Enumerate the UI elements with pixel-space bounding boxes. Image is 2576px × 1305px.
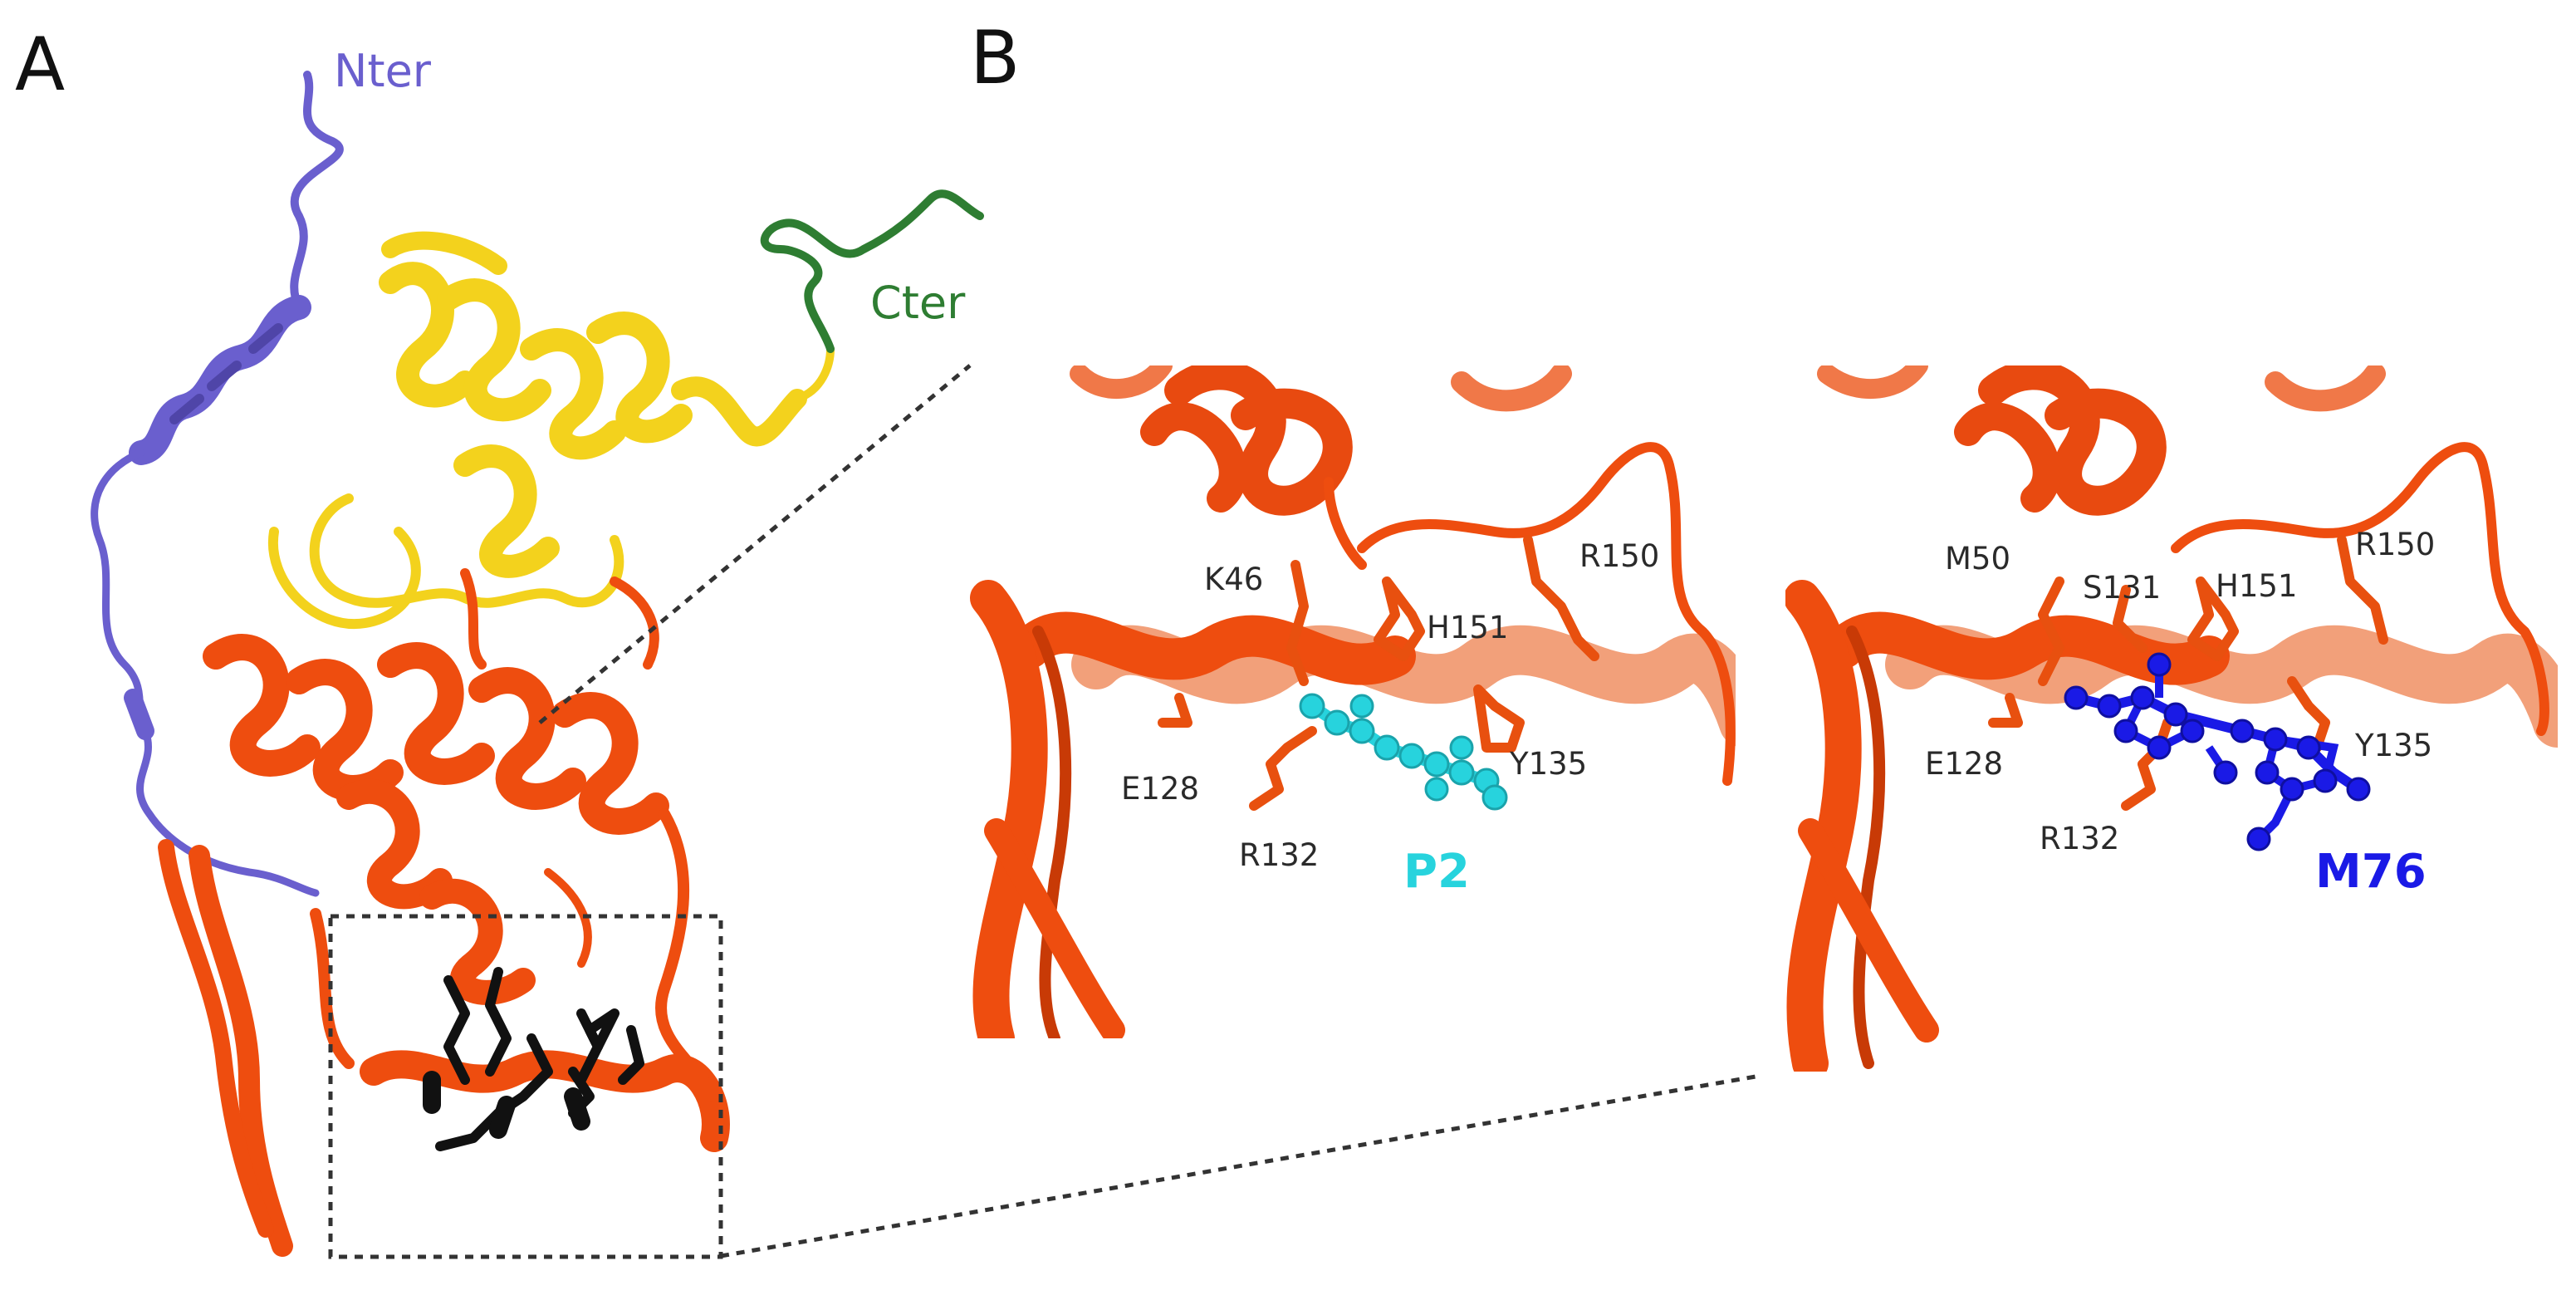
- n-terminus-label: Nter: [334, 45, 432, 97]
- panel-b-letter: B: [970, 15, 1020, 101]
- ligand-label-m76: M76: [2315, 845, 2427, 899]
- c-terminus-label: Cter: [870, 277, 966, 329]
- ligand-m76-model: [2064, 652, 2371, 851]
- residue-label-h151-right: H151: [2216, 568, 2297, 604]
- panel-b-right-view: M50 S131 H151 R150 E128 Y135 R132 M76: [1785, 365, 2558, 1072]
- zoom-connector-top: [538, 364, 972, 724]
- zoom-box: [328, 914, 723, 1259]
- residue-label-r132-left: R132: [1239, 837, 1319, 873]
- residue-label-r132-right: R132: [2040, 821, 2119, 856]
- residue-label-m50: M50: [1945, 541, 2010, 576]
- panel-a-letter: A: [15, 22, 65, 107]
- residue-label-y135-left: Y135: [1509, 746, 1587, 782]
- residue-label-e128-right: E128: [1925, 746, 2003, 782]
- binding-site-residues-a: [423, 967, 644, 1151]
- residue-label-s131: S131: [2083, 570, 2161, 606]
- residue-label-r150-left: R150: [1579, 538, 1659, 574]
- zoom-connector-bottom: [720, 1073, 1761, 1258]
- residue-label-y135-right: Y135: [2354, 728, 2432, 763]
- c-terminal-tail: [760, 189, 984, 353]
- residue-label-h151-left: H151: [1427, 610, 1508, 645]
- residue-label-e128-left: E128: [1121, 771, 1199, 807]
- panel-b-left-view: K46 H151 R150 E128 Y135 R132 P2: [970, 365, 1736, 1038]
- middle-domain: [267, 231, 835, 630]
- ligand-p2-model: [1299, 693, 1508, 811]
- c-terminal-domain: [158, 568, 730, 1257]
- ligand-label-p2: P2: [1403, 845, 1470, 899]
- residue-label-r150-right: R150: [2355, 527, 2435, 562]
- residue-label-k46: K46: [1204, 562, 1263, 597]
- n-terminal-domain: [91, 71, 344, 897]
